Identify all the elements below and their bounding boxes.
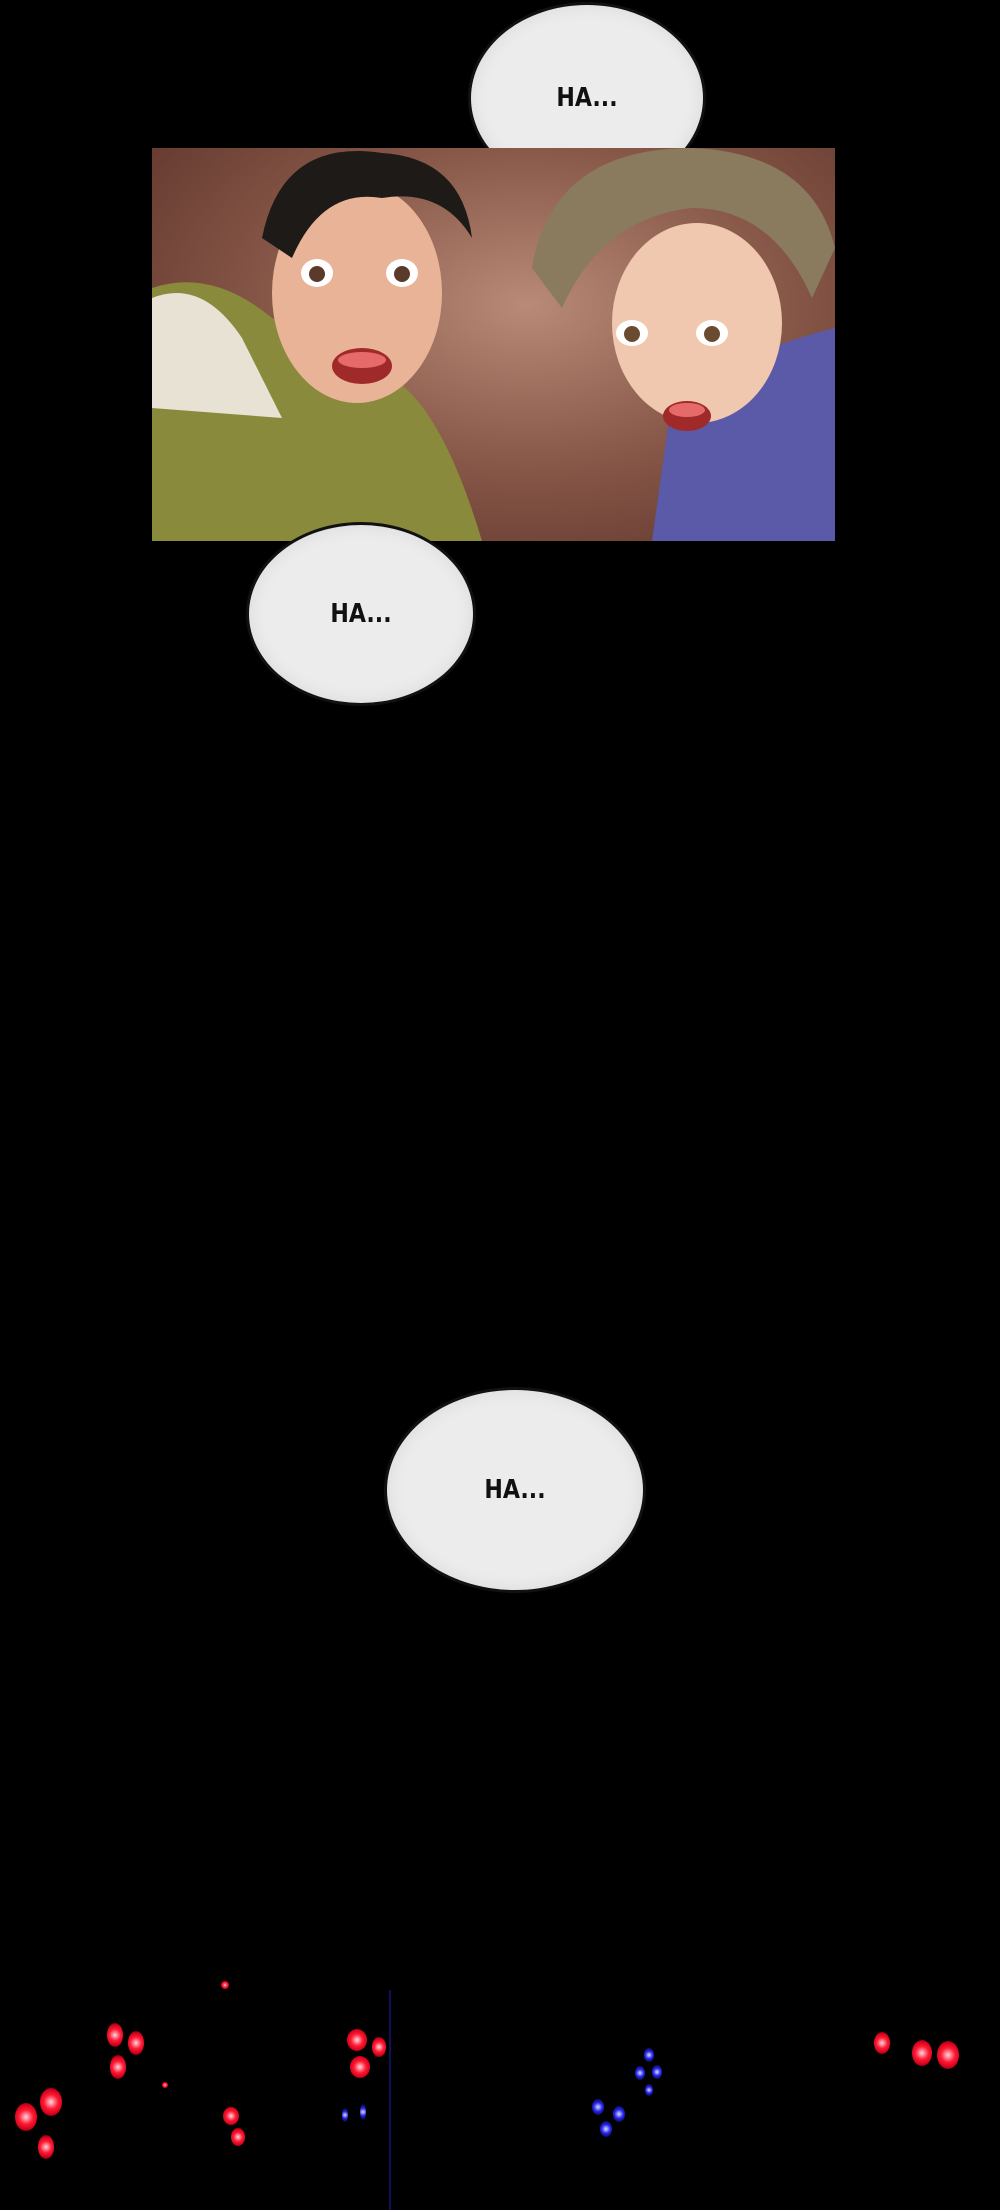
- right-boy-hair: [532, 148, 835, 308]
- red-eye-glow: [350, 2056, 370, 2078]
- divider-line: [389, 1990, 391, 2210]
- blue-eye-glow: [360, 2104, 366, 2120]
- bubble-text: HA...: [556, 83, 618, 113]
- blue-eye-glow: [600, 2121, 612, 2137]
- blue-eye-glow: [613, 2106, 625, 2122]
- red-eye-glow: [223, 2107, 239, 2125]
- right-boy-face: [612, 223, 782, 423]
- comic-panel-two-boys: [152, 148, 835, 541]
- red-eye-glow: [128, 2031, 144, 2055]
- red-eye-glow: [874, 2032, 890, 2054]
- panel-illustration: [152, 148, 835, 541]
- speech-bubble-3: HA...: [384, 1387, 646, 1593]
- red-eye-glow: [937, 2041, 959, 2069]
- blue-eye-glow: [342, 2108, 348, 2122]
- left-boy-face: [272, 183, 442, 403]
- hood: [152, 293, 282, 418]
- blue-eye-glow: [592, 2099, 604, 2115]
- red-eye-glow: [107, 2023, 123, 2047]
- red-eye-glow: [15, 2103, 37, 2131]
- blue-eye-glow: [635, 2066, 645, 2080]
- red-eye-glow: [347, 2029, 367, 2051]
- red-eye-glow: [372, 2037, 386, 2057]
- red-eye-glow: [38, 2135, 54, 2159]
- red-eye-glow: [40, 2088, 62, 2116]
- blue-eye-glow: [644, 2048, 654, 2062]
- speech-bubble-2: HA...: [246, 522, 476, 706]
- red-eye-glow: [162, 2082, 168, 2088]
- blue-eye-glow: [645, 2084, 653, 2096]
- bubble-text: HA...: [484, 1475, 546, 1505]
- red-eye-glow: [912, 2040, 932, 2066]
- blue-eye-glow: [652, 2065, 662, 2079]
- left-boy-hair: [262, 151, 472, 258]
- red-eye-glow: [110, 2055, 126, 2079]
- red-eye-glow: [231, 2128, 245, 2146]
- red-eye-glow: [221, 1981, 229, 1989]
- right-boy-jacket: [652, 328, 835, 541]
- bubble-text: HA...: [330, 599, 392, 629]
